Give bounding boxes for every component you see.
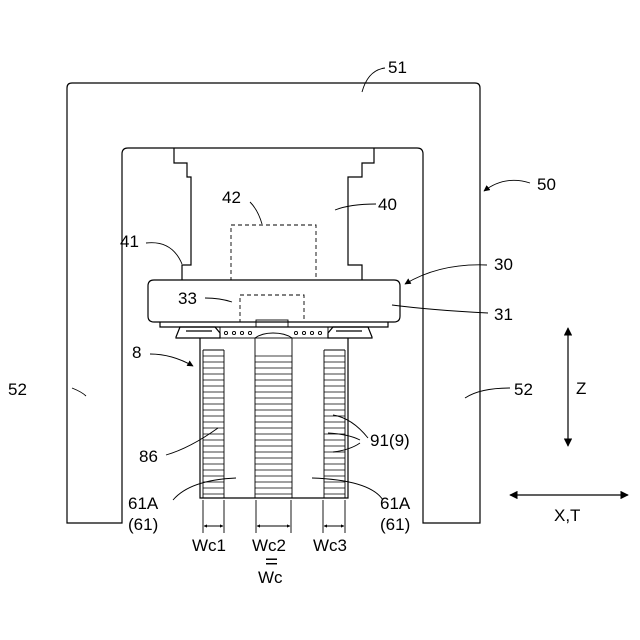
- label-50: 50: [537, 175, 556, 194]
- label-42: 42: [222, 188, 241, 207]
- label-wc: Wc: [258, 568, 283, 587]
- label-8: 8: [132, 343, 141, 362]
- label-51: 51: [388, 58, 407, 77]
- stack-columns: [203, 333, 345, 498]
- label-33: 33: [178, 289, 197, 308]
- component-42: [231, 225, 316, 280]
- leader-lines: [72, 68, 510, 500]
- label-61-left: (61): [128, 515, 158, 534]
- arrow-50: [484, 180, 530, 191]
- label-wc2: Wc2: [252, 536, 286, 555]
- arrow-8: [150, 354, 193, 366]
- dimension-extensions: [203, 500, 345, 533]
- label-86: 86: [139, 447, 158, 466]
- label-61-right: (61): [380, 515, 410, 534]
- label-equals: II: [262, 557, 279, 566]
- outer-frame-50: [67, 83, 480, 523]
- label-91: 91(9): [370, 431, 410, 450]
- holder-band: [160, 322, 388, 327]
- center-connector: [220, 327, 328, 338]
- label-31: 31: [494, 305, 513, 324]
- right-clamp: [328, 327, 372, 338]
- arrow-30: [405, 265, 487, 284]
- left-clamp: [176, 327, 220, 338]
- label-axis-xt: X,T: [554, 506, 580, 525]
- center-tab: [256, 320, 288, 327]
- label-40: 40: [378, 195, 397, 214]
- label-52-right: 52: [514, 380, 533, 399]
- component-33: [240, 295, 304, 322]
- label-axis-z: Z: [576, 379, 586, 398]
- label-wc3: Wc3: [313, 536, 347, 555]
- label-61a-right: 61A: [380, 494, 411, 513]
- label-52-left: 52: [8, 380, 27, 399]
- label-41: 41: [120, 232, 139, 251]
- body-40: [174, 148, 374, 280]
- label-61a-left: 61A: [128, 494, 159, 513]
- label-30: 30: [494, 255, 513, 274]
- label-wc1: Wc1: [192, 536, 226, 555]
